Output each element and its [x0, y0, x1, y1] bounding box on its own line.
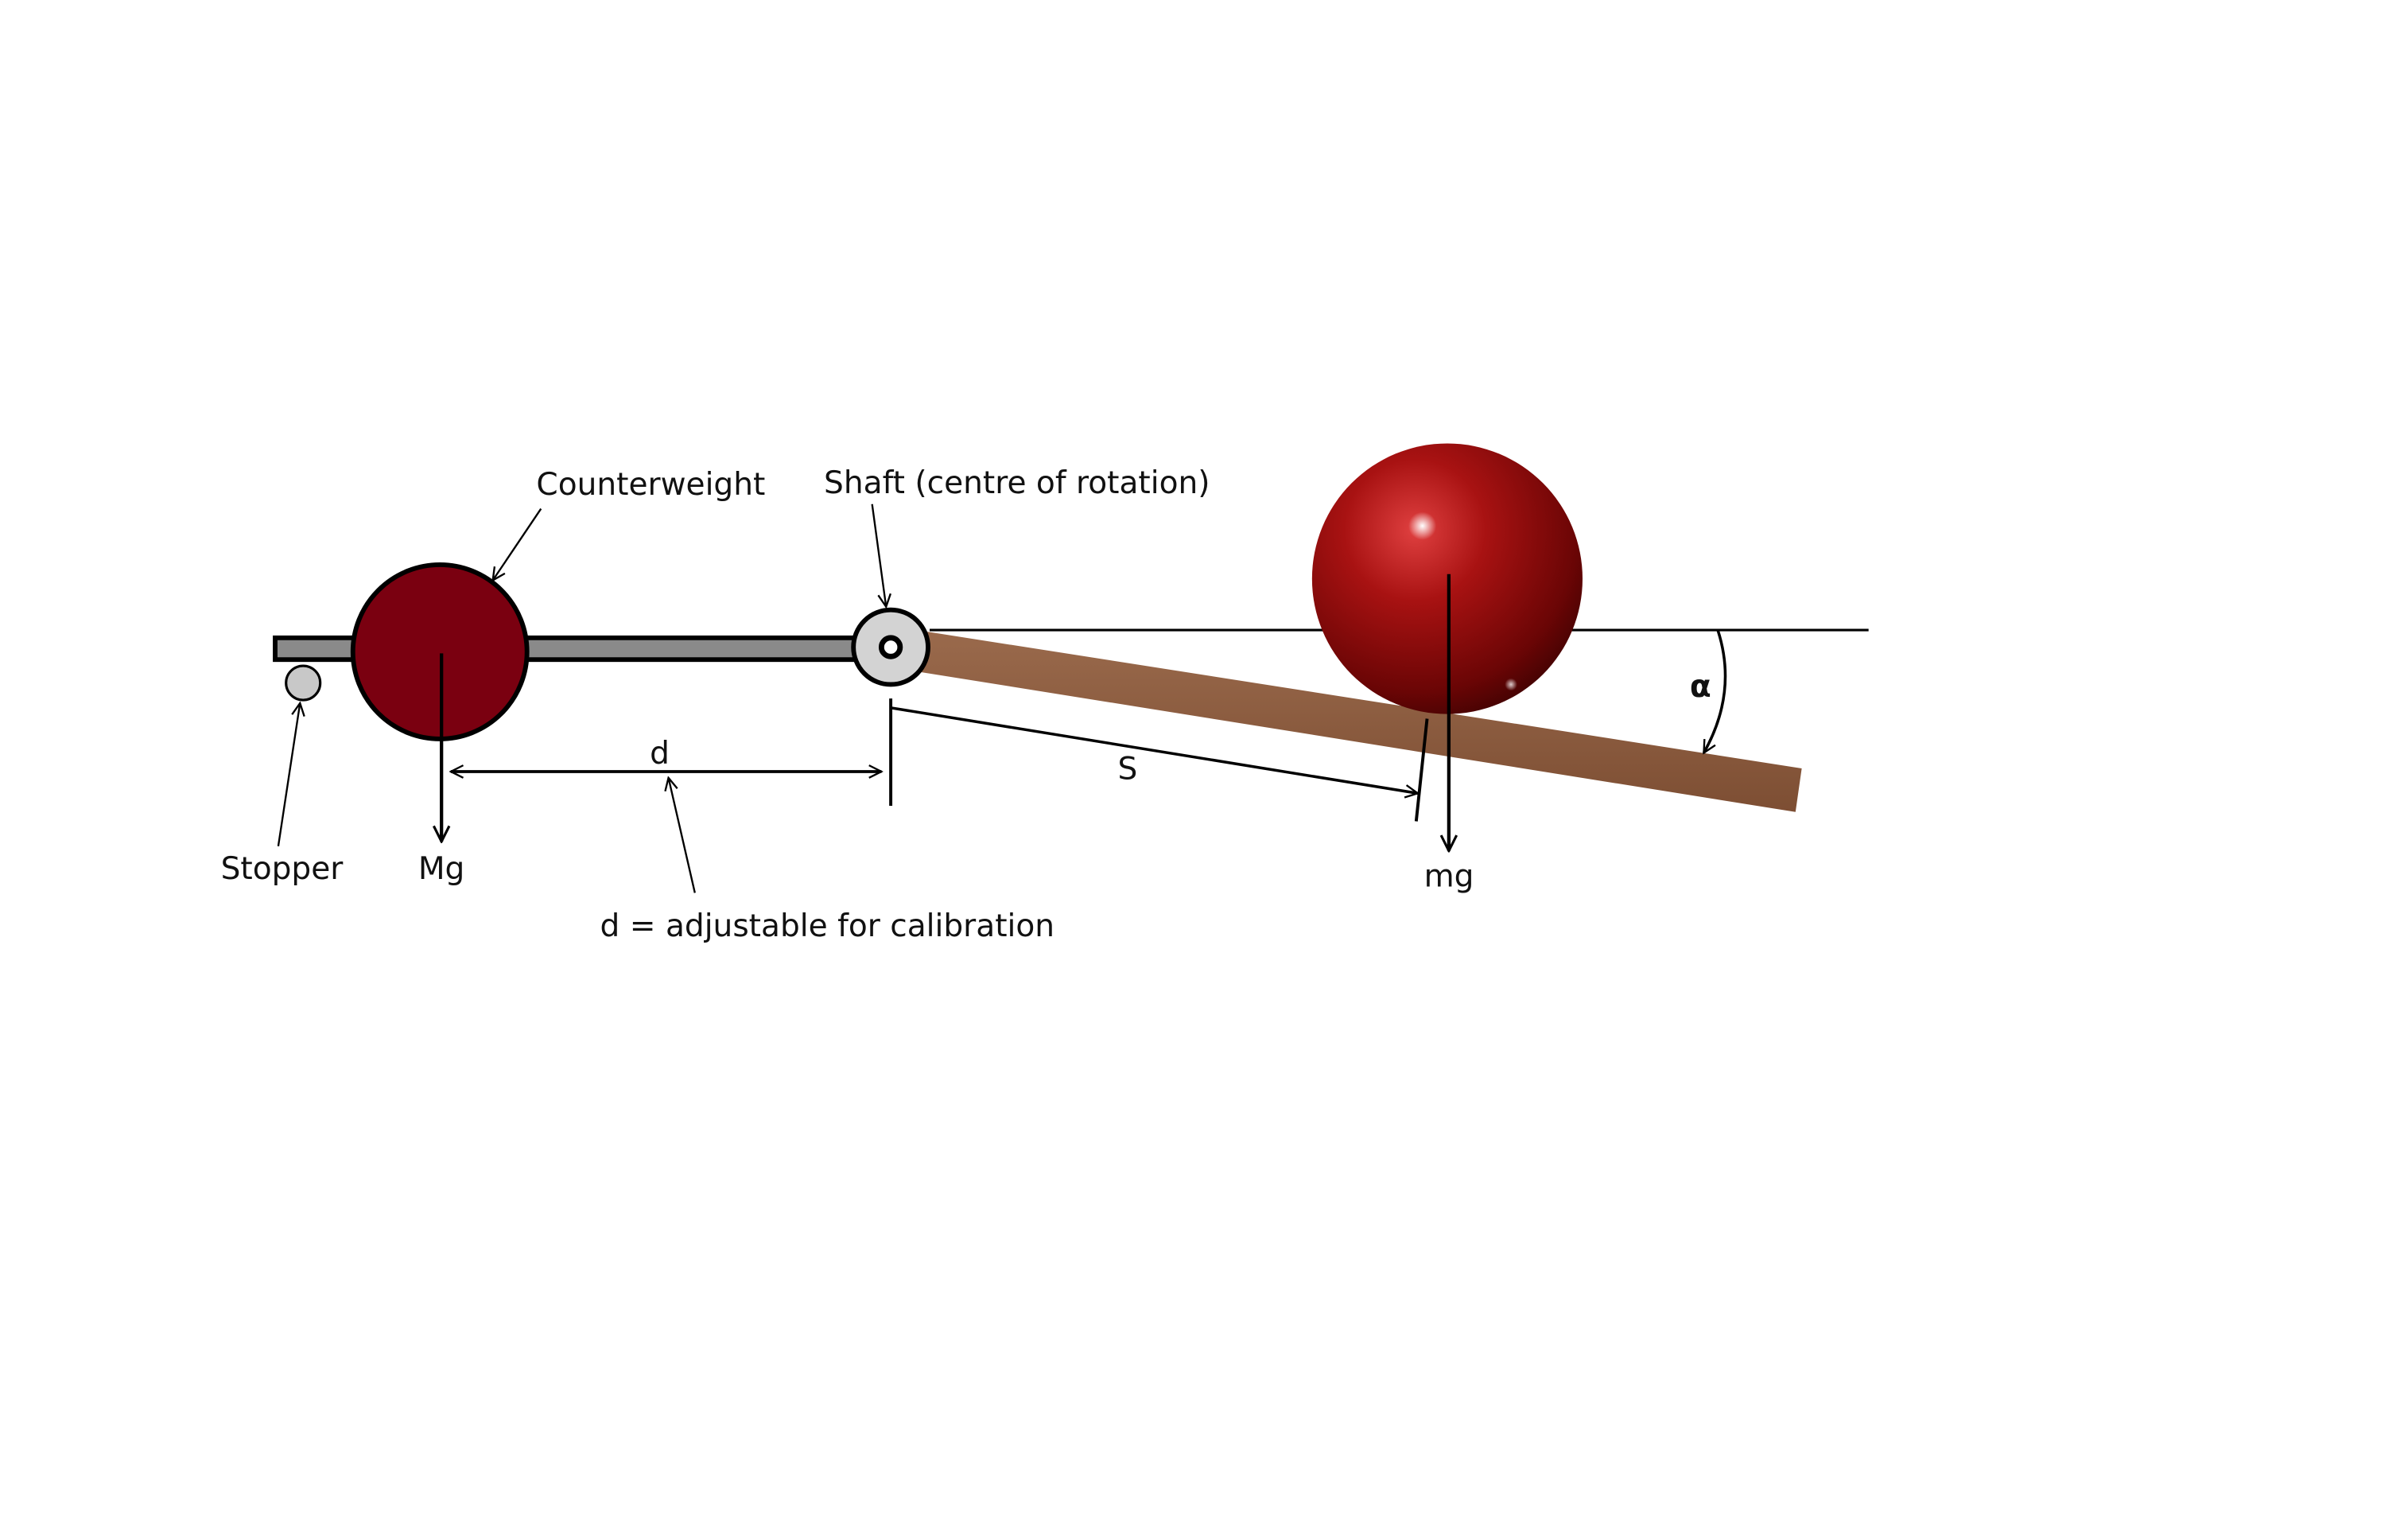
counterweight-label: Counterweight	[536, 467, 765, 503]
angle-arc	[1702, 629, 1727, 752]
counterweight-leader	[493, 508, 542, 581]
shaft-leader	[871, 504, 887, 607]
stopper	[285, 664, 322, 702]
inclined-beam	[920, 632, 1802, 812]
d-note-leader	[669, 778, 696, 893]
angle-label: α	[1690, 669, 1711, 705]
distance-s-label: S	[1118, 752, 1138, 788]
distance-s-dimension	[890, 706, 1429, 822]
stopper-leader	[277, 703, 300, 846]
distance-d-dimension	[451, 698, 893, 806]
ball-force-label: mg	[1424, 859, 1474, 895]
shaft	[851, 607, 930, 687]
shaft-label: Shaft (centre of rotation)	[824, 465, 1210, 501]
d-note-label: d = adjustable for calibration	[600, 908, 1054, 944]
counterweight-force-label: Mg	[418, 851, 465, 887]
distance-d-label: d	[650, 736, 670, 772]
stopper-label: Stopper	[221, 851, 344, 887]
